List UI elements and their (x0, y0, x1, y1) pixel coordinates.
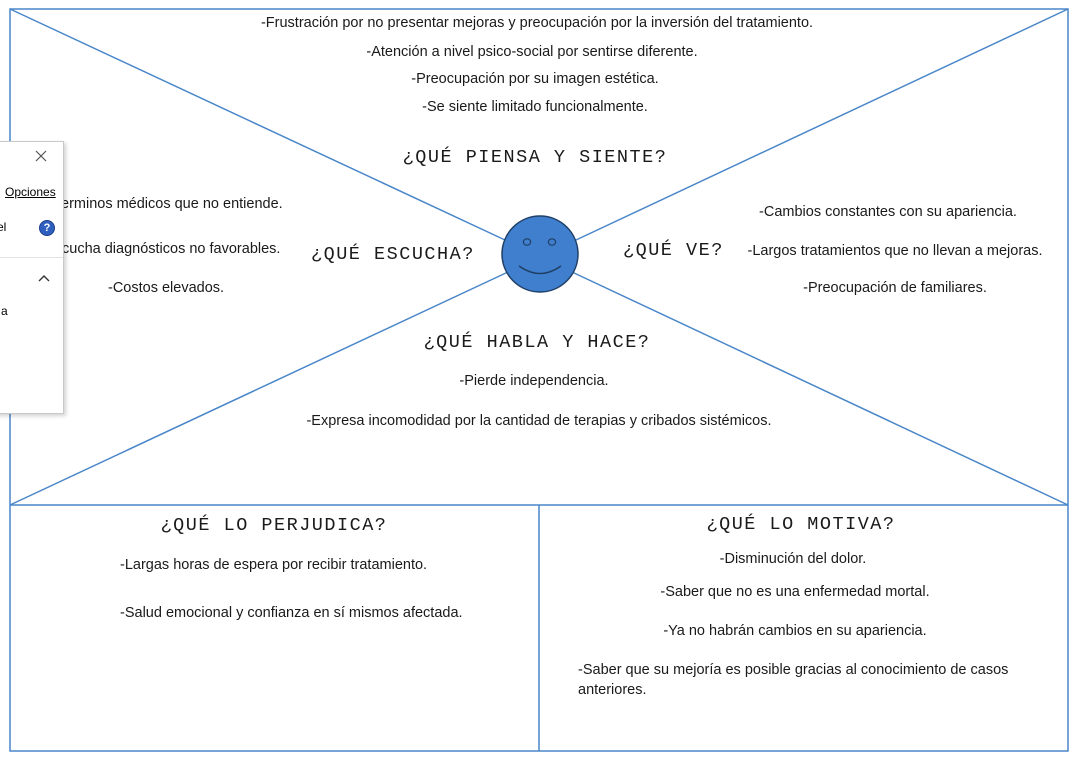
close-icon[interactable] (34, 149, 48, 163)
motiva-item: anteriores. (578, 682, 647, 698)
ve-item: -Largos tratamientos que no llevan a mej… (747, 243, 1043, 259)
escucha-title: ¿QUÉ ESCUCHA? (311, 244, 475, 265)
piensa-item: -Se siente limitado funcionalmente. (422, 99, 648, 115)
motiva-item: -Saber que no es una enfermedad mortal. (660, 584, 930, 600)
perjudica-title: ¿QUÉ LO PERJUDICA? (160, 515, 388, 536)
escucha-item: erminos médicos que no entiende. (61, 196, 283, 212)
motiva-title: ¿QUÉ LO MOTIVA? (706, 514, 896, 535)
perjudica-item: -Salud emocional y confianza en sí mismo… (120, 605, 463, 621)
smiley-face-icon (501, 215, 579, 293)
perjudica-item: -Largas horas de espera por recibir trat… (120, 557, 428, 573)
options-menu[interactable]: Opciones (5, 185, 56, 199)
motiva-item: -Ya no habrán cambios en su apariencia. (663, 623, 927, 639)
ve-item: -Cambios constantes con su apariencia. (759, 204, 1017, 220)
chevron-up-icon[interactable] (38, 273, 50, 283)
dialog-divider (0, 257, 63, 258)
dialog-row-label: el (0, 220, 7, 234)
escucha-item: -Costos elevados. (108, 280, 225, 296)
diagonal-top-left (9, 8, 506, 241)
help-icon[interactable]: ? (39, 220, 55, 236)
diagonal-bottom-right (571, 271, 1069, 506)
habla-title: ¿QUÉ HABLA Y HACE? (423, 332, 651, 353)
diagonal-top-right (575, 8, 1069, 241)
ve-item: -Preocupación de familiares. (803, 280, 987, 296)
habla-item: -Pierde independencia. (459, 373, 609, 389)
piensa-item: -Preocupación por su imagen estética. (411, 71, 659, 87)
motiva-item: -Saber que su mejoría es posible gracias… (578, 662, 1009, 678)
diagonal-bottom-left (9, 271, 509, 506)
motiva-item: -Disminución del dolor. (719, 551, 867, 567)
piensa-title: ¿QUÉ PIENSA Y SIENTE? (402, 147, 668, 168)
dialog-item-label: a (1, 304, 8, 318)
habla-item: -Expresa incomodidad por la cantidad de … (306, 413, 772, 429)
partial-dialog-window: Opciones el ? a (0, 141, 64, 414)
ve-title: ¿QUÉ VE? (623, 240, 724, 261)
piensa-item: -Atención a nivel psico-social por senti… (366, 44, 698, 60)
options-label: Opciones (5, 185, 56, 199)
piensa-item: -Frustración por no presentar mejoras y … (260, 15, 814, 31)
escucha-item: cucha diagnósticos no favorables. (62, 241, 281, 257)
